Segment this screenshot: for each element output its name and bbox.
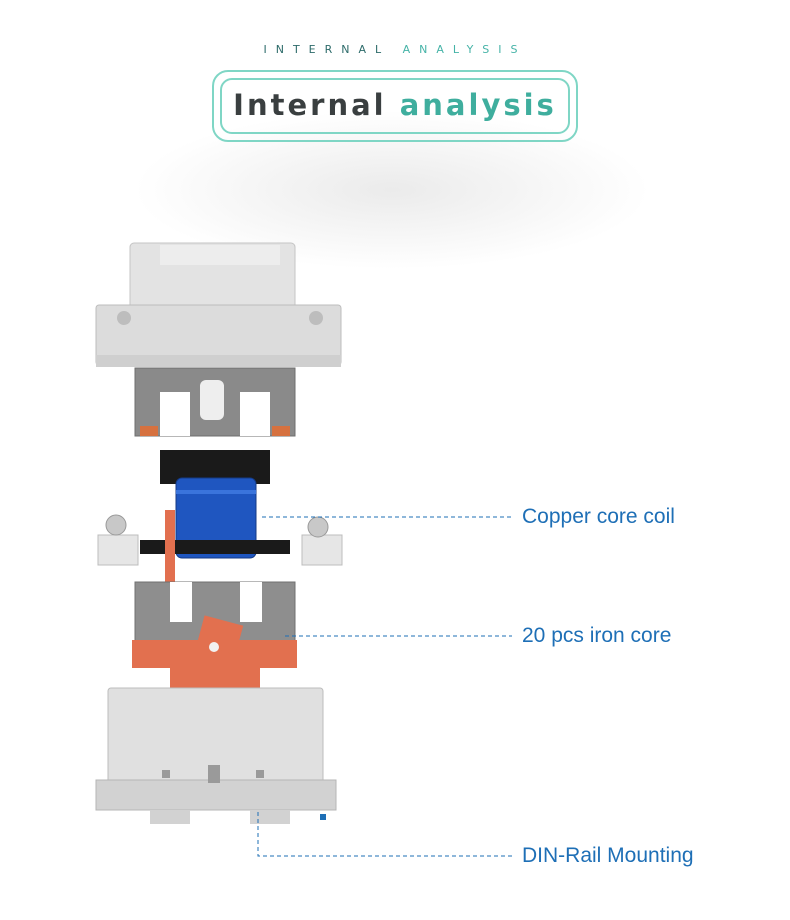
terminal-screw-left <box>97 514 139 566</box>
title-frame: Internal analysis <box>132 70 652 270</box>
header-subtitle-part1: INTERNAL <box>263 43 391 56</box>
header-subtitle: INTERNAL ANALYSIS <box>0 43 790 56</box>
terminal-screw-right <box>301 516 343 566</box>
callout-copper-coil: Copper core coil <box>522 505 675 528</box>
top-cover <box>95 242 342 367</box>
callout-din-rail: DIN-Rail Mounting <box>522 844 694 867</box>
upper-iron-core <box>134 367 296 437</box>
copper-coil <box>140 450 290 559</box>
header-subtitle-part2: ANALYSIS <box>402 43 527 56</box>
base-housing <box>95 687 337 824</box>
callout-iron-core: 20 pcs iron core <box>522 624 672 647</box>
page-title-part1: Internal <box>233 88 387 122</box>
title-frame-inner <box>220 78 570 134</box>
leader-line-din-rail <box>257 812 512 857</box>
title-frame-outer <box>212 70 578 142</box>
page-title: Internal analysis <box>212 88 578 122</box>
page-title-part2: analysis <box>399 88 557 122</box>
